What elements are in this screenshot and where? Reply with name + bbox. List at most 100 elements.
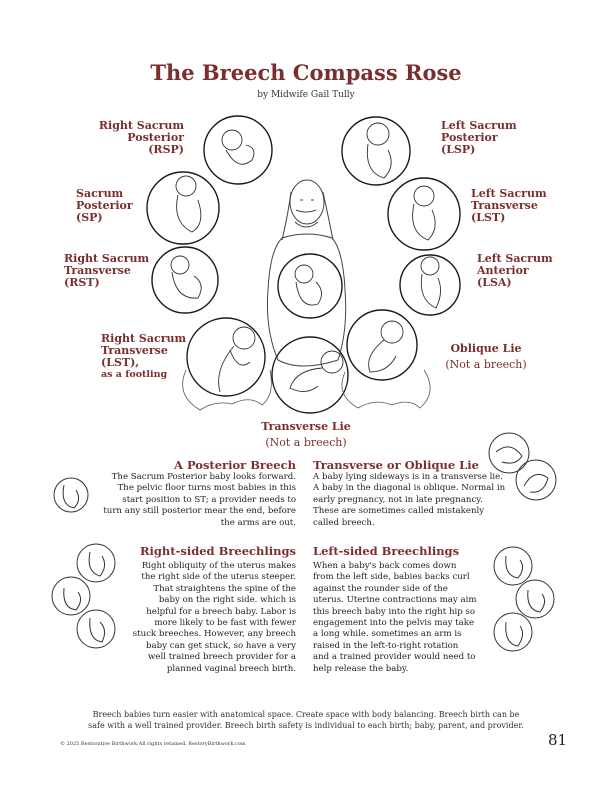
rst-footling-circle xyxy=(186,317,266,397)
oblique-lie-circle xyxy=(346,309,418,381)
text-line: These are sometimes called mistakenly xyxy=(313,506,485,517)
text-line: When a baby's back comes down xyxy=(313,561,457,571)
text-line: the right side of the uterus steeper. xyxy=(141,572,296,583)
label-lst-line1: Left Sacrum xyxy=(471,187,547,200)
label-lsp-line1: Left Sacrum xyxy=(441,119,517,132)
label-lsa: Left Sacrum Anterior (LSA) xyxy=(477,253,577,289)
label-sp: Sacrum Posterior (SP) xyxy=(76,188,156,224)
label-sp-line2: Posterior xyxy=(76,199,133,212)
text-line: The pelvic floor turns most babies in th… xyxy=(117,483,296,494)
text-line: a long while. sometimes an arm is xyxy=(313,629,462,640)
label-sp-line3: (SP) xyxy=(76,211,103,224)
label-transverse: Transverse Lie (Not a breech) xyxy=(246,420,366,450)
text-line: stuck breeches. However, any breech xyxy=(132,629,296,640)
text-line: raised in the left-to-right rotation xyxy=(313,640,459,651)
section-posterior-body: The Sacrum Posterior baby looks forward.… xyxy=(90,472,296,529)
section-left-sided-body: When a baby's back comes down from the l… xyxy=(313,561,493,675)
label-lst-line2: Transverse xyxy=(471,199,538,212)
section-right-sided: Right-sided Breechlings Right obliquity … xyxy=(118,544,296,675)
text-line: start position to ST; a provider needs t… xyxy=(122,494,296,505)
left-baby-circle-2 xyxy=(515,579,555,619)
text-line: planned vaginal breech birth. xyxy=(166,663,296,674)
text-line: helpful for a breech baby. Labor is xyxy=(146,606,296,617)
footer-line1: Breech babies turn easier with anatomica… xyxy=(92,710,520,719)
text-line: That straightens the spine of the xyxy=(153,583,296,594)
womb-circle xyxy=(277,253,343,319)
rsp-circle xyxy=(203,115,273,185)
label-rst-line3: (RST) xyxy=(64,276,100,289)
label-rst-line1: Right Sacrum xyxy=(64,252,150,265)
text-line: this breech baby into the right hip so xyxy=(313,606,476,617)
transverse-lie-circle xyxy=(271,336,349,414)
lst-circle xyxy=(387,177,461,251)
text-line: early pregnancy, not in late pregnancy. xyxy=(313,494,483,505)
text-line: help release the baby. xyxy=(313,663,409,674)
right-baby-circle-1 xyxy=(76,543,116,583)
text-line: baby on the right side. which is xyxy=(158,595,296,606)
label-rst-footling: Right Sacrum Transverse (LST), as a foot… xyxy=(101,333,201,381)
byline: by Midwife Gail Tully xyxy=(257,90,355,100)
text-line: and a trained provider would need to xyxy=(313,652,476,663)
text-line: from the left side, babies backs curl xyxy=(313,572,470,583)
label-sp-line1: Sacrum xyxy=(76,187,124,200)
section-right-sided-heading: Right-sided Breechlings xyxy=(139,544,296,558)
label-oblique-line1: Oblique Lie xyxy=(450,342,522,355)
pelvis-sketch xyxy=(182,369,431,411)
sp-circle xyxy=(146,171,220,245)
text-line: A baby lying sideways is in a transverse… xyxy=(313,472,503,482)
copyright: © 2025 Restorative Birthwork All rights … xyxy=(60,741,246,747)
section-transverse-oblique-heading: Transverse or Oblique Lie xyxy=(313,458,479,472)
text-line: uterus. Uterine contractions may aim xyxy=(313,595,477,606)
footer-note: Breech babies turn easier with anatomica… xyxy=(60,709,552,731)
label-rsp-line2: Posterior xyxy=(127,131,184,144)
footer-line2: safe with a well trained provider. Breec… xyxy=(88,721,524,730)
baby-doodles xyxy=(170,122,441,393)
label-lsp: Left Sacrum Posterior (LSP) xyxy=(441,120,541,156)
label-lsa-line3: (LSA) xyxy=(477,276,512,289)
text-line: engagement into the pelvis may take xyxy=(313,618,475,629)
section-left-sided: Left-sided Breechlings When a baby's bac… xyxy=(313,544,493,675)
right-baby-circle-3 xyxy=(76,609,116,649)
label-rst-line2: Transverse xyxy=(64,264,131,277)
mother-figure xyxy=(266,179,347,367)
text-line: called breech. xyxy=(313,517,375,528)
label-lsa-line1: Left Sacrum xyxy=(477,252,553,265)
label-rst-footling-line1: Right Sacrum xyxy=(101,332,187,345)
posterior-baby-circle xyxy=(53,477,89,513)
label-rsp-line3: (RSP) xyxy=(148,143,184,156)
label-rst-footling-line3: (LST), xyxy=(101,356,140,369)
lsa-circle xyxy=(399,254,461,316)
left-baby-circle-3 xyxy=(493,612,533,652)
text-line: Right obliquity of the uterus makes xyxy=(141,561,296,571)
text-line: A baby in the diagonal is oblique. Norma… xyxy=(313,483,506,494)
text-line: more likely to be fast with fewer xyxy=(154,618,296,629)
text-line: the arms are out. xyxy=(220,517,296,528)
label-oblique: Oblique Lie (Not a breech) xyxy=(436,342,536,372)
left-baby-circle-1 xyxy=(493,546,533,586)
section-transverse-oblique-body: A baby lying sideways is in a transverse… xyxy=(313,472,513,529)
section-left-sided-heading: Left-sided Breechlings xyxy=(313,544,460,558)
page-number: 81 xyxy=(548,731,568,749)
label-rst: Right Sacrum Transverse (RST) xyxy=(64,253,164,289)
label-oblique-line2: (Not a breech) xyxy=(445,358,527,371)
label-lst: Left Sacrum Transverse (LST) xyxy=(471,188,571,224)
label-transverse-line2: (Not a breech) xyxy=(265,436,347,449)
text-line: well trained breech provider for a xyxy=(148,652,296,663)
text-line: against the rounder side of the xyxy=(313,583,448,594)
text-line: The Sacrum Posterior baby looks forward. xyxy=(111,472,296,482)
label-lsp-line3: (LSP) xyxy=(441,143,476,156)
text-line: baby can get stuck, so have a very xyxy=(146,640,296,651)
label-lsp-line2: Posterior xyxy=(441,131,498,144)
lsp-circle xyxy=(341,116,411,186)
section-transverse-oblique: Transverse or Oblique Lie A baby lying s… xyxy=(313,458,513,529)
side-illustrations xyxy=(51,432,557,652)
section-right-sided-body: Right obliquity of the uterus makes the … xyxy=(118,561,296,675)
rst-circle xyxy=(151,246,219,314)
label-transverse-line1: Transverse Lie xyxy=(261,420,351,433)
page-title: The Breech Compass Rose xyxy=(150,60,462,85)
section-posterior: A Posterior Breech The Sacrum Posterior … xyxy=(90,458,296,529)
label-rst-footling-line4: as a footling xyxy=(101,369,168,380)
text-line: turn any still posterior mear the end, b… xyxy=(103,506,296,517)
transverse-baby-circle-1 xyxy=(488,432,530,474)
